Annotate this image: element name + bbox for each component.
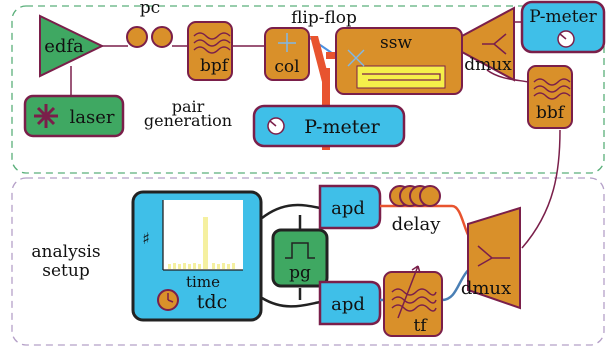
- merge-icon: [477, 245, 510, 267]
- split-icon: [482, 33, 507, 55]
- p-meter-bottom-label: P-meter: [304, 116, 380, 138]
- histogram-noise-bars: [168, 263, 235, 269]
- flip-flop-label: flip-flop: [291, 8, 357, 28]
- ssw-module: ssw: [335, 27, 463, 95]
- laser-star-icon: [34, 104, 58, 128]
- tdc-module: ♯ time tdc: [131, 190, 263, 322]
- signal-cables: [261, 203, 321, 308]
- stopwatch-icon: [157, 289, 179, 311]
- analysis-setup-frame: [11, 177, 605, 346]
- histogram-ylabel: ♯: [142, 229, 150, 248]
- histogram-xlabel: time: [186, 273, 220, 291]
- pc-label: pc: [140, 0, 160, 18]
- power-meter-top: P-meter: [520, 0, 606, 54]
- histogram-peak-bar: [203, 217, 208, 269]
- pair-label-line2: generation: [144, 111, 232, 130]
- pair-generation-frame: [11, 5, 605, 174]
- bandpass-filter: bpf: [187, 21, 233, 81]
- demux-bottom: dmux: [461, 206, 521, 310]
- p-meter-top-label: P-meter: [529, 7, 597, 27]
- apd-bottom: apd: [318, 280, 382, 326]
- cross-arrow-icon: [347, 49, 365, 67]
- laser-source: laser: [23, 94, 125, 138]
- edfa-label: edfa: [44, 36, 84, 57]
- tuning-arrow-icon: [397, 265, 421, 319]
- waveguide-icon: [362, 73, 441, 81]
- laser-label: laser: [70, 107, 115, 128]
- apd-top-label: apd: [331, 198, 365, 219]
- broadband-filter: bbf: [527, 65, 573, 129]
- dmux-top-label: dmux: [464, 55, 512, 75]
- polarization-controller: pc: [126, 0, 173, 48]
- power-meter-bottom: P-meter: [252, 104, 406, 148]
- apd-top: apd: [318, 184, 382, 230]
- bbf-label: bbf: [536, 103, 566, 123]
- edfa-amplifier: edfa: [39, 14, 105, 78]
- pg-label: pg: [289, 263, 311, 283]
- analysis-label-line2: setup: [42, 261, 90, 281]
- filter-wave-icon: [193, 32, 231, 54]
- gauge-icon: [267, 117, 285, 135]
- pair-label-line1: pair: [172, 97, 205, 116]
- analysis-label-line1: analysis: [31, 242, 100, 262]
- apd-bottom-label: apd: [331, 294, 365, 315]
- tf-label: tf: [413, 316, 428, 336]
- collimator: col: [264, 27, 310, 81]
- demux-top: dmux: [461, 6, 515, 82]
- col-label: col: [274, 57, 299, 77]
- dmux-bottom-label: dmux: [461, 278, 511, 299]
- gauge-icon: [557, 30, 575, 48]
- delay-label: delay: [392, 214, 442, 235]
- filter-wave-icon: [533, 78, 571, 100]
- delay-line: delay: [389, 185, 442, 235]
- tdc-label: tdc: [197, 291, 227, 313]
- bpf-label: bpf: [200, 56, 230, 76]
- double-arrow-icon: [278, 33, 296, 52]
- pulse-icon: [285, 242, 315, 259]
- pulse-generator: pg: [271, 228, 329, 288]
- filter-wave-icon: [391, 288, 437, 312]
- ssw-label: ssw: [380, 33, 412, 53]
- tunable-filter: tf: [383, 265, 443, 337]
